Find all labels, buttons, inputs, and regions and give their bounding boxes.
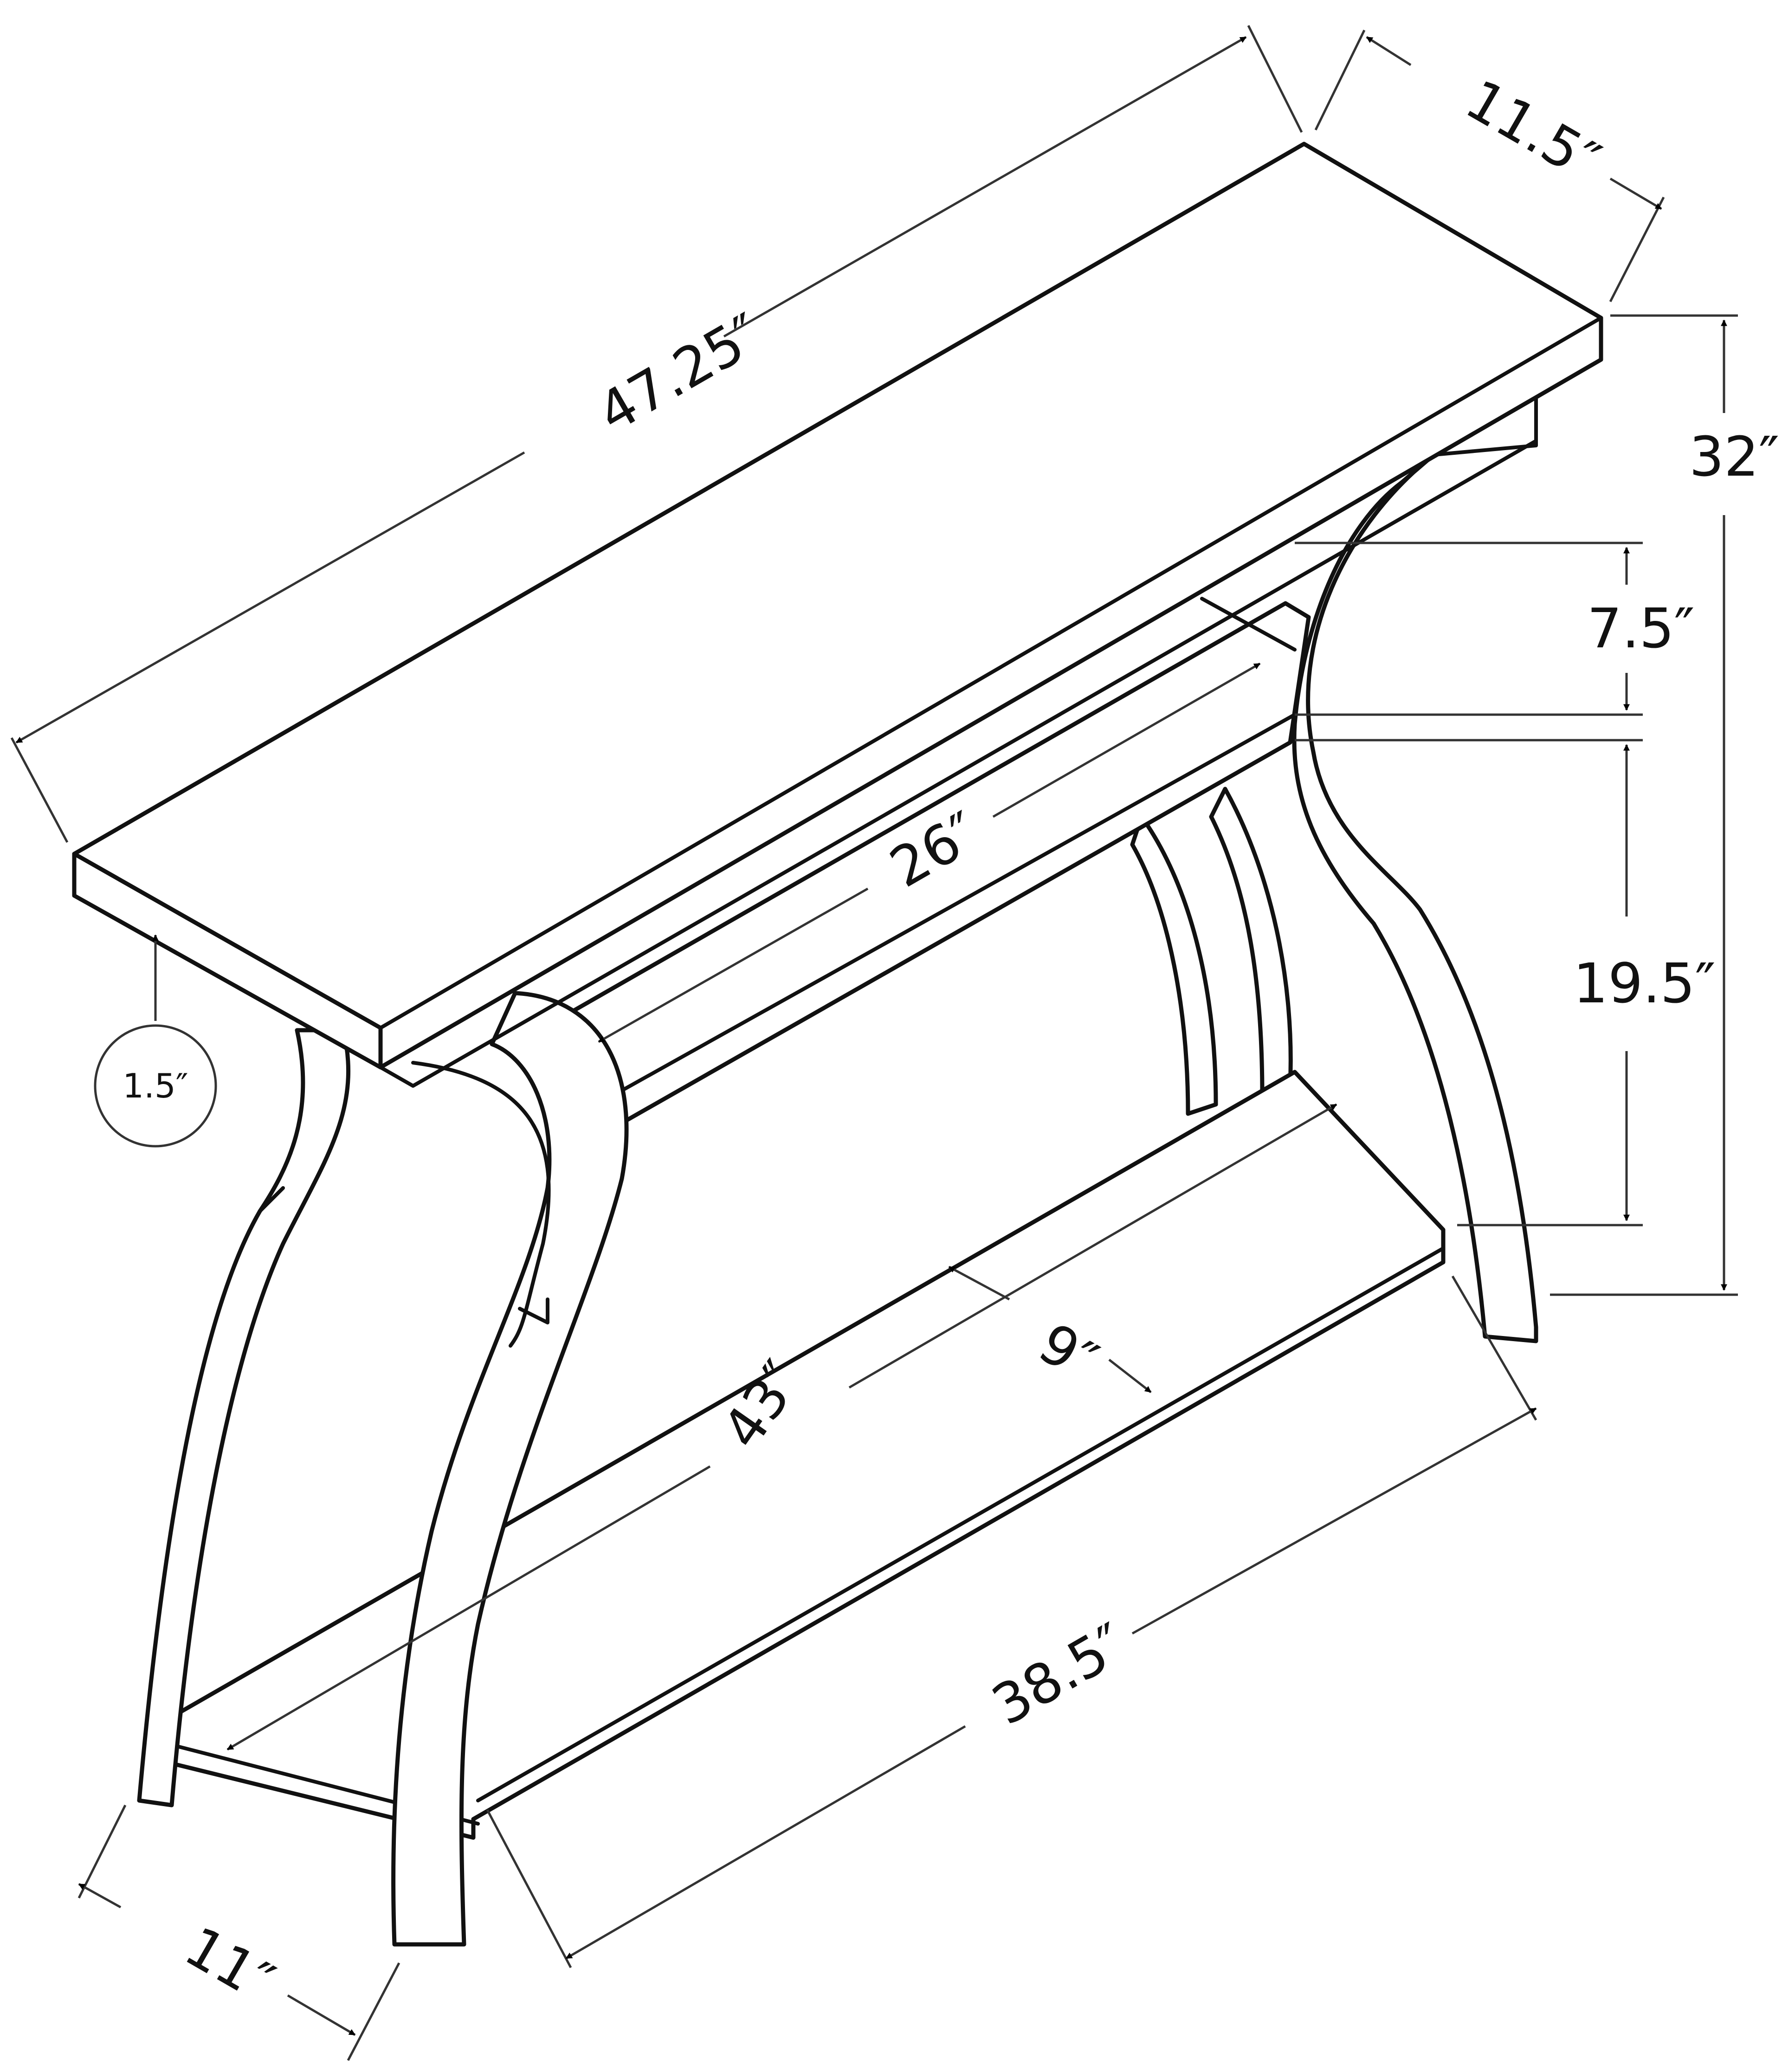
back-left-leg [1130,787,1293,1116]
front-left-leg [137,1028,351,1807]
dimension-base-depth: 11″ [77,1804,400,2061]
label-top-length: 47.25″ [587,301,773,445]
dimension-bottom-shelf-length: 43″ [226,1103,1337,1751]
label-top-depth: 11.5″ [1455,67,1611,194]
callout-circle [94,1024,217,1148]
console-table [72,142,1603,1947]
callout-top-thickness: 1.5″ [94,934,217,1148]
front-right-leg [391,991,629,1947]
label-base-length: 38.5″ [981,1611,1137,1737]
label-base-depth: 11″ [174,1914,284,2015]
dimension-upper-clearance: 7.5″ [1295,542,1695,716]
label-top-thickness: 1.5″ [123,1066,188,1105]
tabletop [72,142,1603,1088]
label-upper-clearance: 7.5″ [1587,596,1695,660]
dimension-overall-height: 32″ [1550,314,1779,1296]
bottom-shelf [169,1070,1446,1840]
label-lower-clearance: 19.5″ [1573,951,1716,1015]
label-overall-height: 32″ [1689,425,1779,489]
dimension-lower-clearance: 19.5″ [1295,739,1716,1226]
